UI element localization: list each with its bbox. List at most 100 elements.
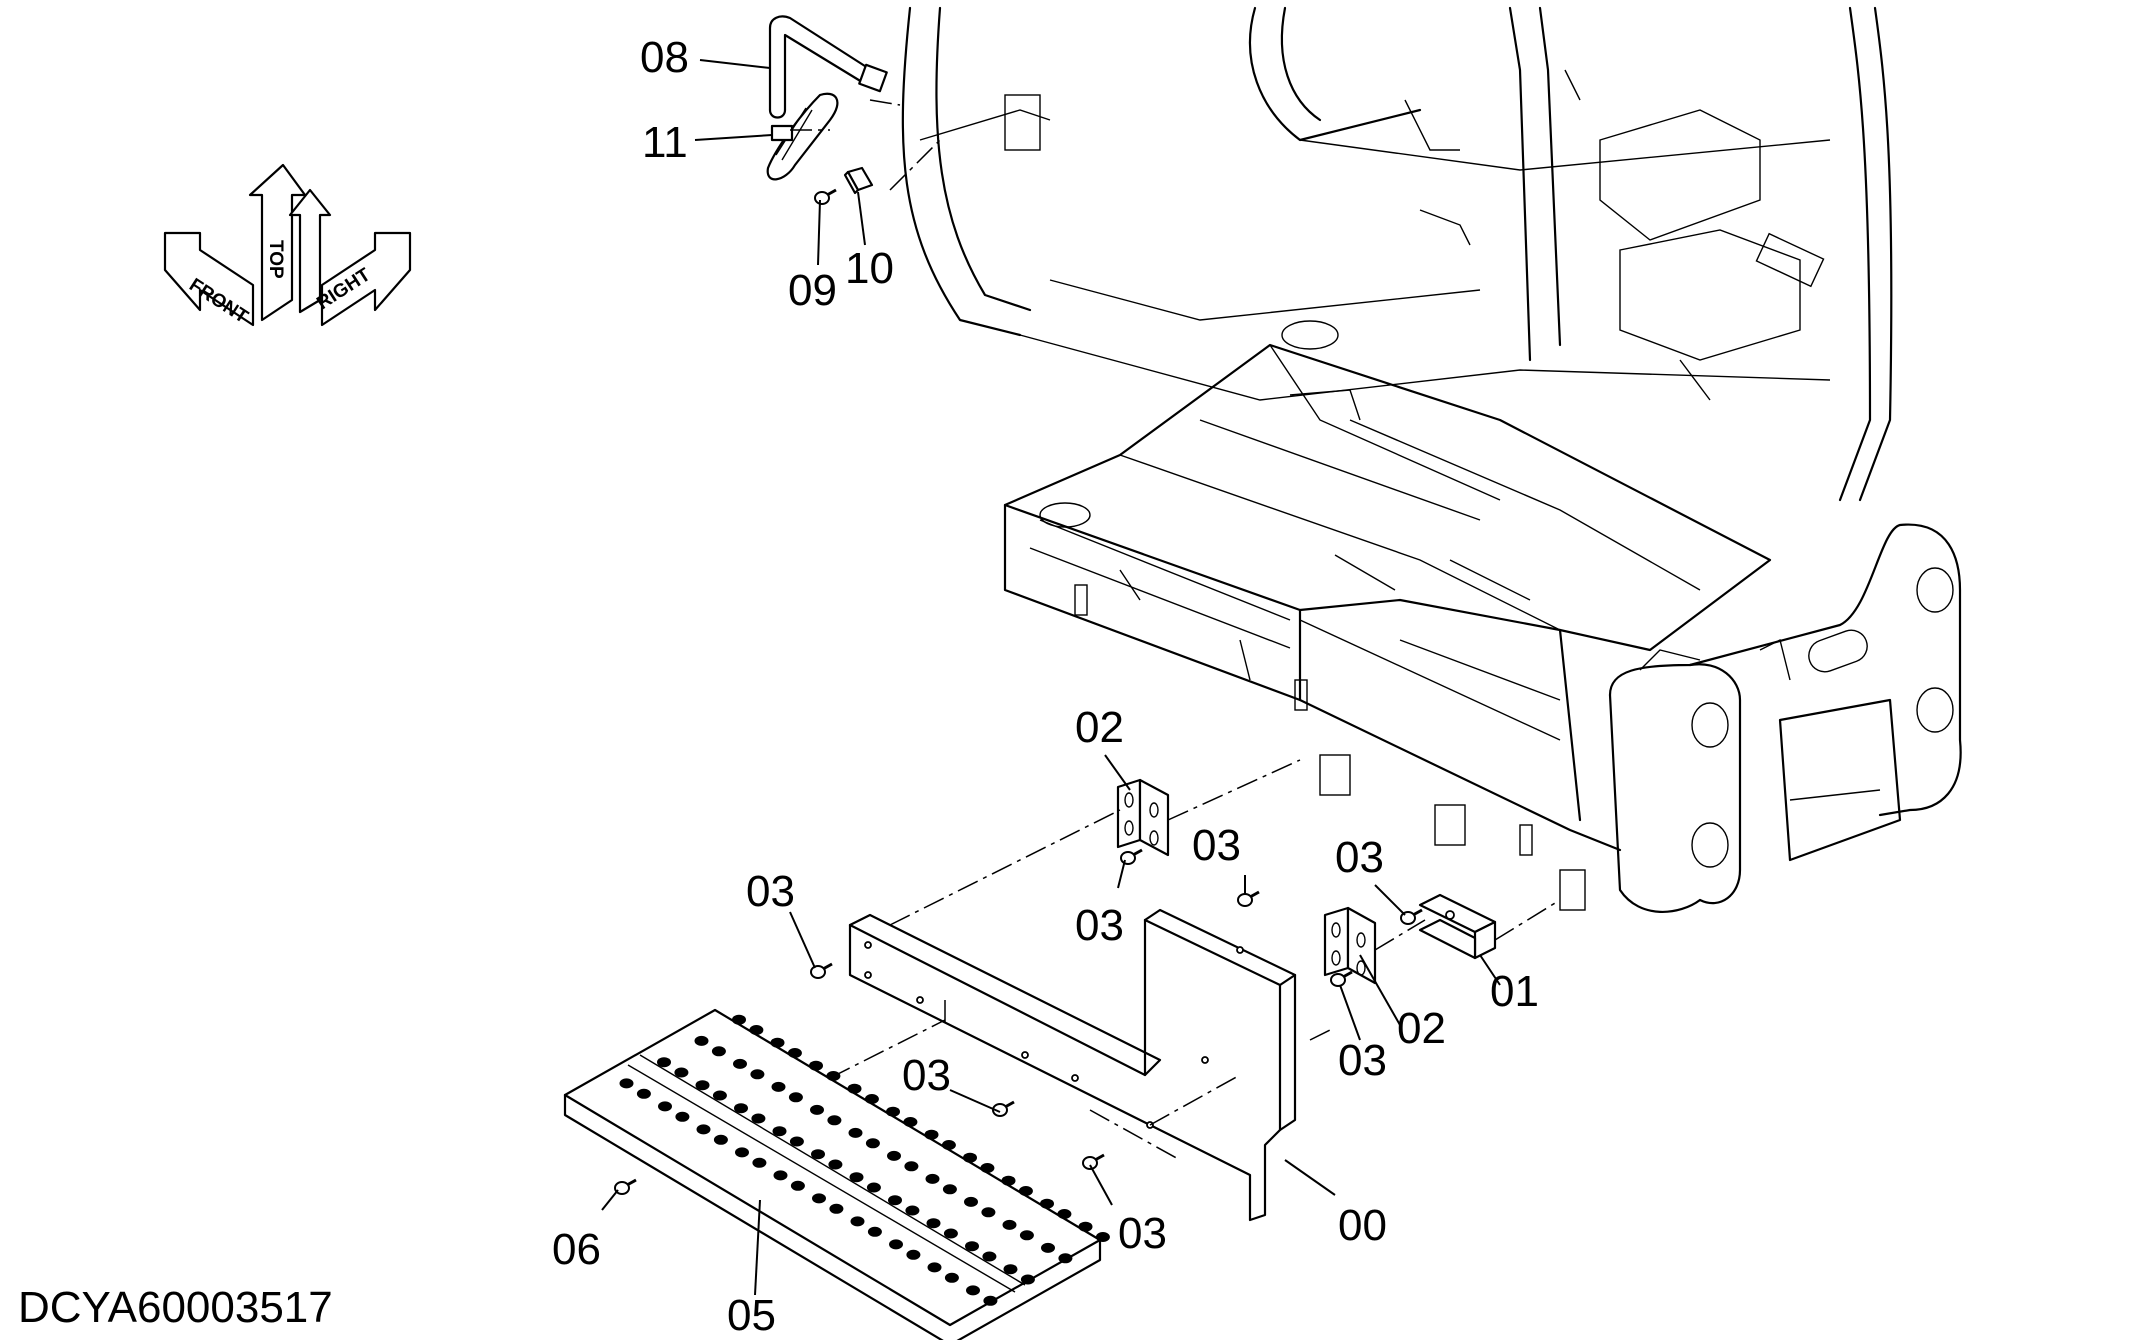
callout-02-lower: 02 xyxy=(1397,1004,1446,1053)
tread-hole xyxy=(924,1129,939,1140)
tread-hole xyxy=(773,1170,788,1181)
tread-hole xyxy=(694,1035,709,1046)
tread-hole xyxy=(733,1058,747,1069)
callout-10: 10 xyxy=(845,244,894,293)
tread-hole xyxy=(1057,1209,1072,1219)
tread-hole xyxy=(905,1205,920,1216)
cab-frame xyxy=(901,6,1893,502)
tread-hole xyxy=(966,1285,980,1296)
tread-hole xyxy=(848,1127,863,1138)
top-label: TOP xyxy=(265,240,286,279)
tread-hole xyxy=(812,1193,826,1204)
tread-hole xyxy=(889,1239,903,1250)
tread-hole xyxy=(675,1111,690,1122)
tread-hole xyxy=(925,1173,940,1184)
tread-hole xyxy=(771,1081,786,1092)
bolts xyxy=(614,188,1423,1195)
callout-03-bottom: 03 xyxy=(1118,1209,1167,1258)
callout-00: 00 xyxy=(1338,1201,1387,1250)
callout-labels: 08 11 09 10 02 03 03 03 03 03 02 01 03 0… xyxy=(552,33,1539,1340)
callout-06: 06 xyxy=(552,1225,601,1274)
tread-hole xyxy=(865,1138,880,1149)
tread-hole xyxy=(750,1069,765,1080)
tread-hole xyxy=(735,1147,749,1158)
tread-hole xyxy=(849,1172,864,1183)
tread-hole xyxy=(674,1067,689,1078)
tread-hole xyxy=(963,1152,977,1163)
callout-11: 11 xyxy=(642,118,688,167)
callout-03-right: 03 xyxy=(1335,833,1384,882)
tread-hole xyxy=(943,1228,958,1239)
tread-hole xyxy=(888,1195,902,1206)
tread-hole xyxy=(772,1126,787,1137)
callout-05: 05 xyxy=(727,1291,776,1340)
tread-hole xyxy=(941,1140,956,1150)
tread-hole xyxy=(864,1094,879,1104)
tread-hole xyxy=(713,1134,728,1145)
callout-09: 09 xyxy=(788,266,837,315)
tread-hole xyxy=(636,1088,651,1099)
tread-hole xyxy=(867,1226,882,1237)
tread-hole xyxy=(749,1025,764,1035)
callout-03-center: 03 xyxy=(1075,901,1124,950)
orientation-indicator: FRONT TOP RIGHT xyxy=(163,163,412,328)
tread-hole xyxy=(658,1101,672,1112)
tread-hole xyxy=(789,1136,804,1147)
bracket-02-upper xyxy=(1116,778,1170,857)
tread-hole xyxy=(906,1249,921,1260)
callout-03-lower-right: 03 xyxy=(1338,1036,1387,1085)
callout-03-middle: 03 xyxy=(902,1051,951,1100)
tread-hole xyxy=(1003,1264,1018,1275)
tread-hole xyxy=(711,1046,726,1057)
tread-hole xyxy=(886,1106,900,1117)
tread-hole xyxy=(965,1241,979,1252)
tread-hole xyxy=(829,1203,844,1214)
tread-hole xyxy=(696,1124,711,1135)
mirror xyxy=(766,92,839,181)
tread-hole xyxy=(1018,1186,1033,1196)
bolt-03-left xyxy=(810,962,833,979)
tread-hole xyxy=(887,1150,901,1161)
tread-hole xyxy=(903,1117,918,1127)
leader-lines xyxy=(601,59,1501,1296)
bolt-03-right xyxy=(1400,908,1423,925)
swing-bracket xyxy=(1608,523,1962,914)
tread-hole xyxy=(752,1157,767,1168)
bolt-03-bottom xyxy=(1082,1153,1105,1170)
tread-hole xyxy=(942,1184,957,1195)
tread-hole xyxy=(657,1057,671,1068)
tread-hole xyxy=(788,1092,803,1103)
step-bracket xyxy=(848,908,1297,1222)
tread-hole xyxy=(712,1090,727,1101)
tread-hole xyxy=(1002,1219,1017,1230)
tread-hole xyxy=(1041,1242,1055,1253)
drawing-id: DCYA60003517 xyxy=(18,1283,333,1332)
tread-hole xyxy=(847,1083,862,1094)
callout-03-left: 03 xyxy=(746,867,795,916)
tread-hole xyxy=(964,1196,978,1207)
tread-hole xyxy=(1040,1198,1054,1209)
bolt-03-top xyxy=(1237,890,1260,907)
step-plate xyxy=(563,1008,1110,1340)
tread-hole xyxy=(981,1207,996,1218)
tread-hole xyxy=(770,1037,785,1048)
floor-frame xyxy=(1003,320,1772,911)
tread-hole xyxy=(1020,1274,1035,1285)
tread-hole xyxy=(811,1149,825,1160)
tread-hole xyxy=(980,1163,995,1173)
tread-hole xyxy=(927,1262,942,1273)
tread-hole xyxy=(850,1216,865,1227)
tread-hole xyxy=(982,1251,997,1262)
tread-hole xyxy=(790,1180,805,1191)
tread-hole xyxy=(1095,1232,1110,1242)
tread-hole xyxy=(926,1218,941,1229)
bolt-06 xyxy=(614,1178,637,1195)
tread-hole xyxy=(619,1078,634,1089)
tread-hole xyxy=(734,1103,748,1114)
tread-hole xyxy=(751,1113,766,1124)
callout-02-upper: 02 xyxy=(1075,703,1124,752)
bracket-02-lower xyxy=(1323,906,1377,985)
tread-hole xyxy=(1001,1175,1016,1186)
tread-hole xyxy=(1058,1253,1073,1264)
